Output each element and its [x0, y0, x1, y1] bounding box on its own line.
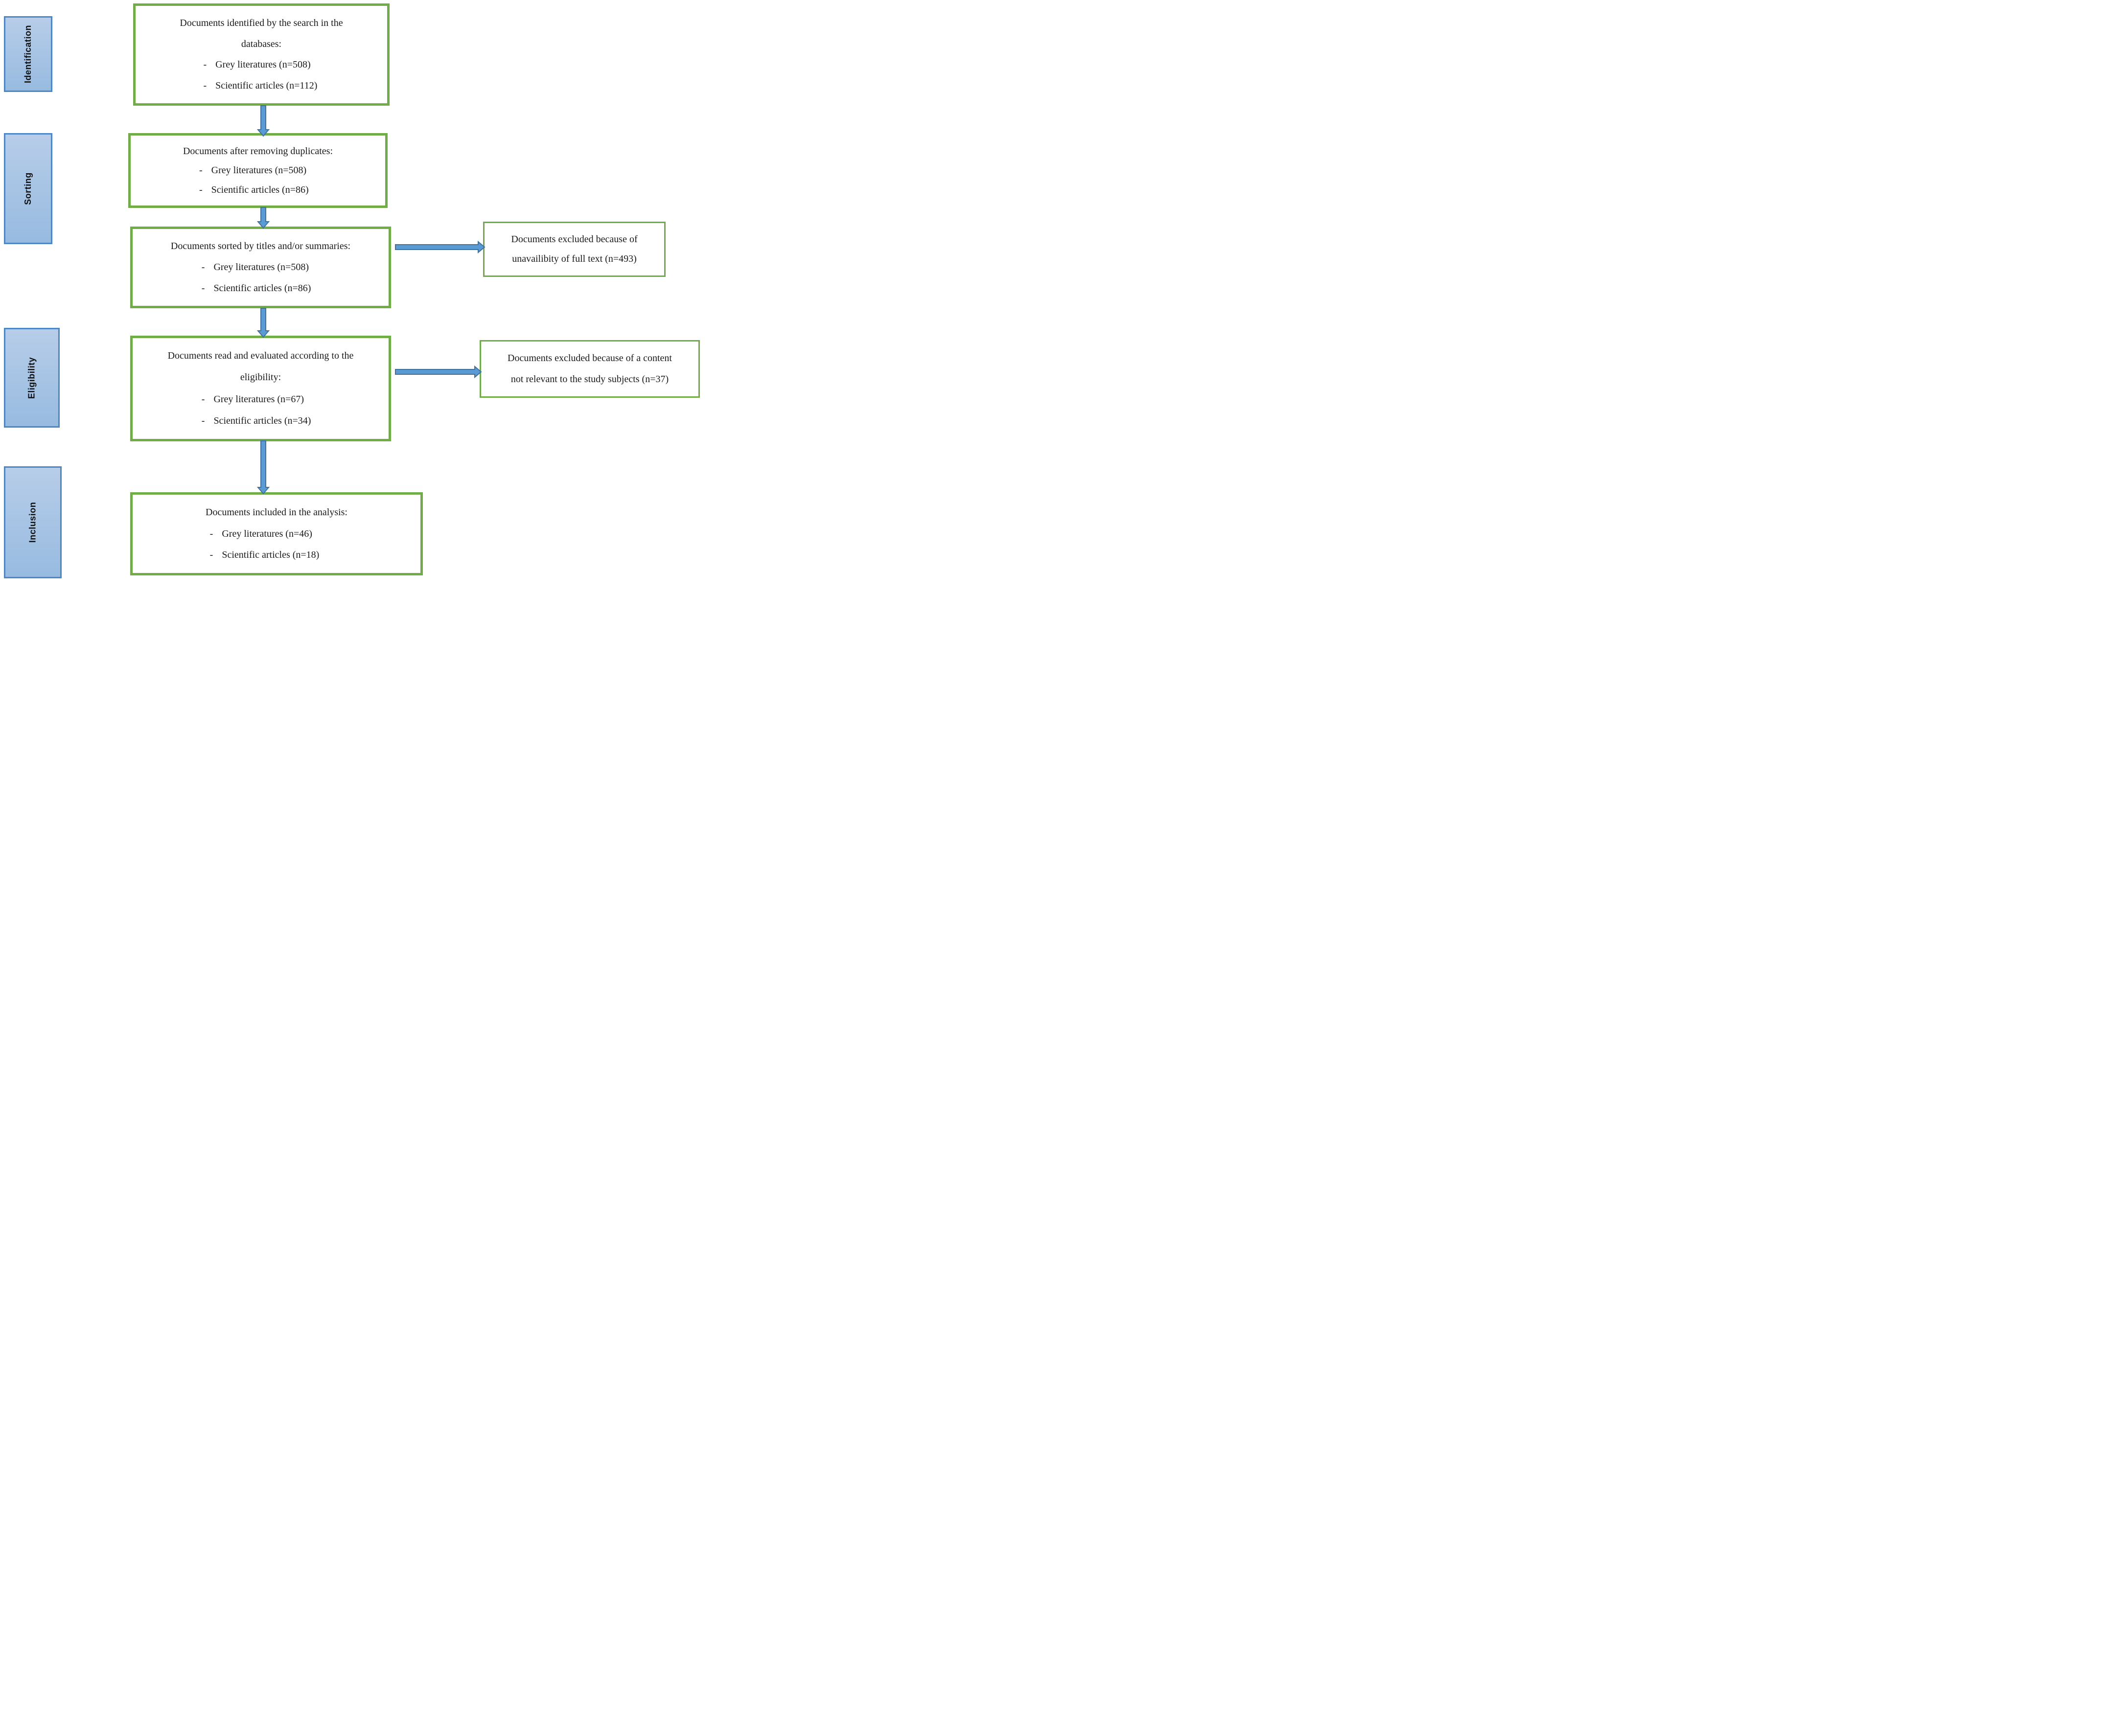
prisma-flow-diagram: Identification Sorting Eligibility Inclu… [0, 0, 702, 579]
box-item: - Grey literatures (n=508) [138, 262, 384, 273]
box-item: - Grey literatures (n=46) [138, 528, 416, 540]
flow-box-sorted: Documents sorted by titles and/or summar… [130, 227, 391, 308]
box-item: - Grey literatures (n=67) [138, 394, 384, 405]
box-title-line: Documents identified by the search in th… [180, 17, 343, 28]
box-title-line: Documents included in the analysis: [206, 506, 347, 518]
stage-label-inclusion: Inclusion [27, 502, 38, 543]
box-item-text: Scientific articles (n=34) [213, 415, 311, 426]
box-item-text: Scientific articles (n=18) [222, 549, 320, 561]
exclusion-line: not relevant to the study subjects (n=37… [510, 373, 669, 385]
bullet-dash: - [209, 528, 213, 539]
down-arrow-icon-3 [256, 308, 270, 338]
flow-box-eligibility-evaluated: Documents read and evaluated according t… [130, 336, 391, 441]
box-item: - Grey literatures (n=508) [136, 165, 380, 176]
stage-label-identification: Identification [23, 25, 33, 83]
right-arrow-icon-2 [395, 365, 482, 379]
stage-box-identification: Identification [4, 16, 52, 92]
box-item-text: Scientific articles (n=112) [215, 80, 318, 91]
bullet-dash: - [201, 283, 205, 294]
bullet-dash: - [203, 59, 207, 70]
box-item-text: Grey literatures (n=46) [222, 528, 312, 539]
box-item-text: Scientific articles (n=86) [211, 184, 309, 195]
exclusion-box-relevance: Documents excluded because of a content … [480, 340, 700, 398]
bullet-dash: - [203, 80, 207, 91]
box-item: - Scientific articles (n=34) [138, 415, 384, 427]
exclusion-line: unavailibity of full text (n=493) [512, 253, 637, 265]
bullet-dash: - [199, 184, 203, 195]
bullet-dash: - [201, 393, 205, 405]
stage-box-inclusion: Inclusion [4, 466, 62, 578]
bullet-dash: - [199, 165, 203, 176]
box-title-line: eligibility: [240, 372, 281, 383]
right-arrow-icon-1 [395, 240, 486, 254]
stage-label-sorting: Sorting [23, 172, 33, 205]
flow-box-included: Documents included in the analysis: - Gr… [130, 492, 423, 575]
box-item: - Scientific articles (n=86) [136, 184, 380, 196]
stage-label-eligibility: Eligibility [26, 357, 37, 399]
stage-box-eligibility: Eligibility [4, 328, 60, 428]
exclusion-line: Documents excluded because of a content [508, 353, 672, 364]
box-title-line: Documents sorted by titles and/or summar… [170, 241, 351, 251]
stage-box-sorting: Sorting [4, 133, 52, 244]
down-arrow-icon-4 [256, 440, 270, 495]
box-item: - Grey literatures (n=508) [140, 59, 382, 70]
exclusion-box-full-text: Documents excluded because of unavailibi… [483, 222, 666, 277]
box-item: - Scientific articles (n=86) [138, 283, 384, 294]
box-item-text: Grey literatures (n=508) [213, 262, 309, 273]
down-arrow-icon-2 [256, 207, 270, 229]
box-item-text: Grey literatures (n=508) [211, 165, 307, 176]
exclusion-line: Documents excluded because of [511, 233, 638, 245]
bullet-dash: - [201, 415, 205, 426]
bullet-dash: - [209, 549, 213, 561]
box-title-line: Documents read and evaluated according t… [167, 350, 354, 362]
box-item-text: Grey literatures (n=508) [215, 59, 311, 70]
bullet-dash: - [201, 262, 205, 273]
down-arrow-icon-1 [256, 105, 270, 137]
flow-box-deduplicated: Documents after removing duplicates: - G… [128, 133, 388, 208]
flow-box-identified: Documents identified by the search in th… [133, 3, 390, 106]
box-title-line: databases: [241, 38, 282, 49]
box-item: - Scientific articles (n=112) [140, 80, 382, 91]
box-item-text: Scientific articles (n=86) [213, 283, 311, 294]
box-item: - Scientific articles (n=18) [138, 549, 416, 561]
box-title-line: Documents after removing duplicates: [183, 145, 333, 157]
box-item-text: Grey literatures (n=67) [213, 393, 304, 405]
